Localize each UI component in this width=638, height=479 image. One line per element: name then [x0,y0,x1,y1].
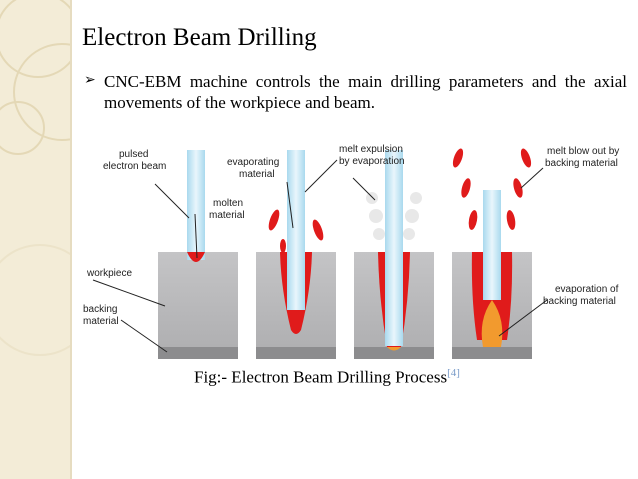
stage-2 [256,150,336,359]
backing-block-2 [256,347,336,359]
molten-pool-1 [187,252,205,262]
electron-beam-3 [385,150,403,346]
label-evaporating-material: evaporating material [227,157,282,180]
label-melt-expulsion: melt expulsion by evaporation [339,144,406,167]
label-backing-material: backing material [83,304,120,327]
electron-beam-1 [187,150,205,260]
caption-text: Fig:- Electron Beam Drilling Process [194,367,448,387]
stage-3 [354,150,434,359]
backing-evaporation-4 [481,300,503,347]
backing-block-1 [158,347,238,359]
decorative-sidebar [0,0,70,479]
stage-1 [158,150,238,359]
droplet [268,209,280,231]
figure-caption: Fig:- Electron Beam Drilling Process[4] [194,367,460,388]
backing-spot-3 [387,347,401,351]
electron-beam-2 [287,150,305,310]
electron-beam-4 [483,190,501,300]
bullet-arrow-icon: ➢ [84,72,96,88]
sidebar-divider [70,0,72,479]
caption-reference-link[interactable]: [4] [447,367,460,379]
label-melt-blow-out: melt blow out by backing material [545,146,622,169]
workpiece-block-1 [158,252,238,347]
decorative-circles [0,0,70,356]
label-workpiece: workpiece [86,268,132,279]
backing-block-4 [452,347,532,359]
label-evaporation-backing: evaporation of backing material [543,284,621,307]
droplet [280,239,286,253]
ebm-drilling-diagram: pulsed electron beam molten material eva… [83,144,622,359]
droplets-4 [452,148,532,230]
slide-title: Electron Beam Drilling [82,24,317,51]
spray-cloud [366,192,422,240]
stage-4 [452,148,532,359]
label-molten-material: molten material [209,198,246,221]
backing-block-3 [354,347,434,359]
leader-lines [92,159,548,353]
droplet [312,219,324,241]
label-pulsed-electron-beam: pulsed electron beam [103,149,166,172]
bullet-text: CNC-EBM machine controls the main drilli… [104,72,627,112]
